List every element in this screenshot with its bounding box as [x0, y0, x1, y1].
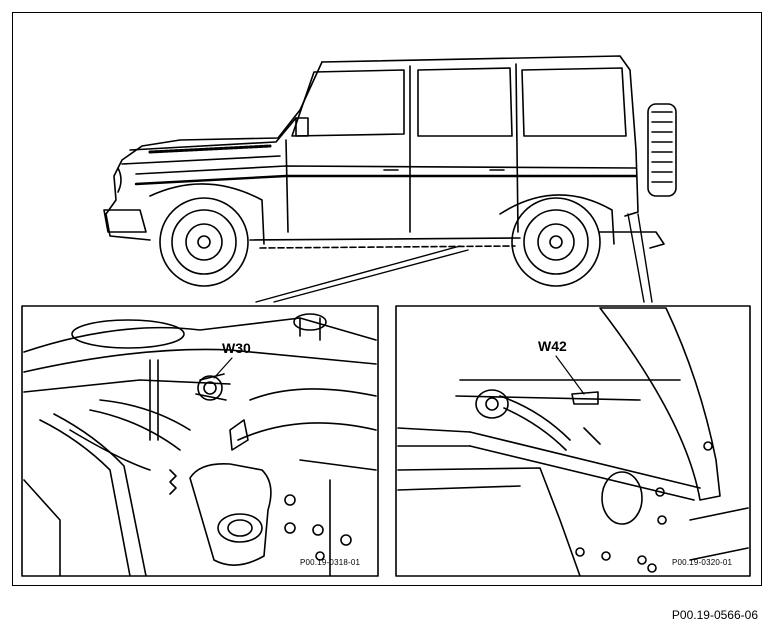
leader-lines	[255, 213, 653, 303]
diagram-frame	[12, 12, 762, 586]
callout-leaders	[213, 355, 585, 395]
figure-number: P00.19-0566-06	[671, 608, 758, 622]
inset-left	[21, 305, 379, 577]
vehicle-illustration	[103, 55, 677, 287]
callout-w42: W42	[538, 338, 567, 354]
inset-left-part-number: P00.19-0318-01	[300, 558, 361, 567]
inset-right	[395, 305, 751, 577]
callout-w30: W30	[222, 340, 251, 356]
inset-right-part-number: P00.19-0320-01	[672, 558, 733, 567]
